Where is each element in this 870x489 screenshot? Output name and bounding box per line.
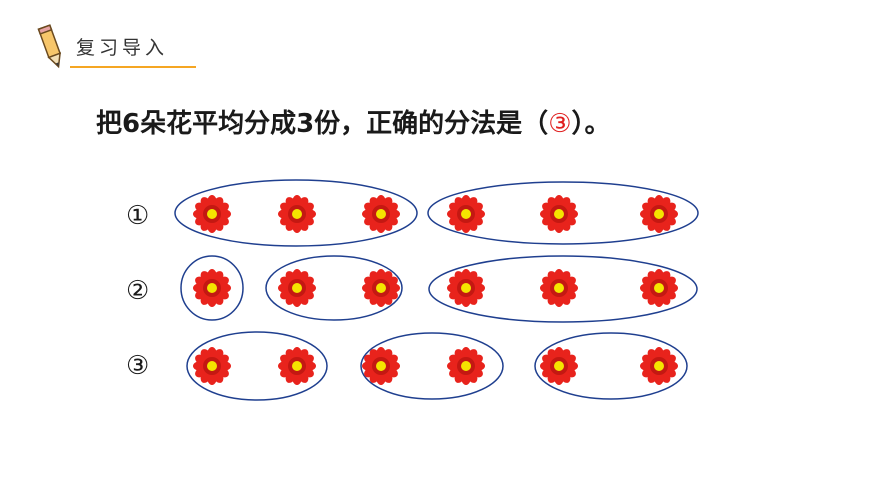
flower-icon: [278, 269, 316, 307]
flower-icon: [278, 195, 316, 233]
flower-icon: [278, 347, 316, 385]
header-title: 复习导入: [76, 37, 169, 59]
group-ellipse: [534, 332, 688, 400]
flower-icon: [193, 195, 231, 233]
flower-icon: [193, 347, 231, 385]
flower-icon: [540, 269, 578, 307]
section-header: 复习导入: [34, 22, 196, 70]
flower-icon: [362, 269, 400, 307]
flower-icon: [540, 195, 578, 233]
flower-icon: [640, 347, 678, 385]
question-prefix: 把6朵花平均分成3份，正确的分法是（: [96, 109, 549, 139]
flower-icon: [447, 195, 485, 233]
question-text: 把6朵花平均分成3份，正确的分法是（③）。: [96, 103, 611, 140]
group-ellipse: [427, 181, 699, 245]
flower-icon: [447, 269, 485, 307]
flower-icon: [193, 269, 231, 307]
option-label-2: ②: [126, 276, 149, 306]
pencil-icon: [37, 24, 62, 69]
group-ellipse: [180, 255, 244, 321]
question-suffix: ）。: [571, 109, 611, 139]
answer-mark: ③: [548, 109, 572, 139]
option-label-1: ①: [126, 201, 149, 231]
flower-icon: [447, 347, 485, 385]
flower-icon: [640, 269, 678, 307]
header-underline: [70, 66, 196, 68]
flower-icon: [640, 195, 678, 233]
flower-icon: [540, 347, 578, 385]
group-ellipse: [265, 255, 403, 321]
group-ellipse: [428, 255, 698, 323]
group-ellipse: [174, 179, 418, 247]
group-ellipse: [360, 332, 504, 400]
flower-icon: [362, 195, 400, 233]
group-ellipse: [186, 331, 328, 401]
option-label-3: ③: [126, 351, 149, 381]
